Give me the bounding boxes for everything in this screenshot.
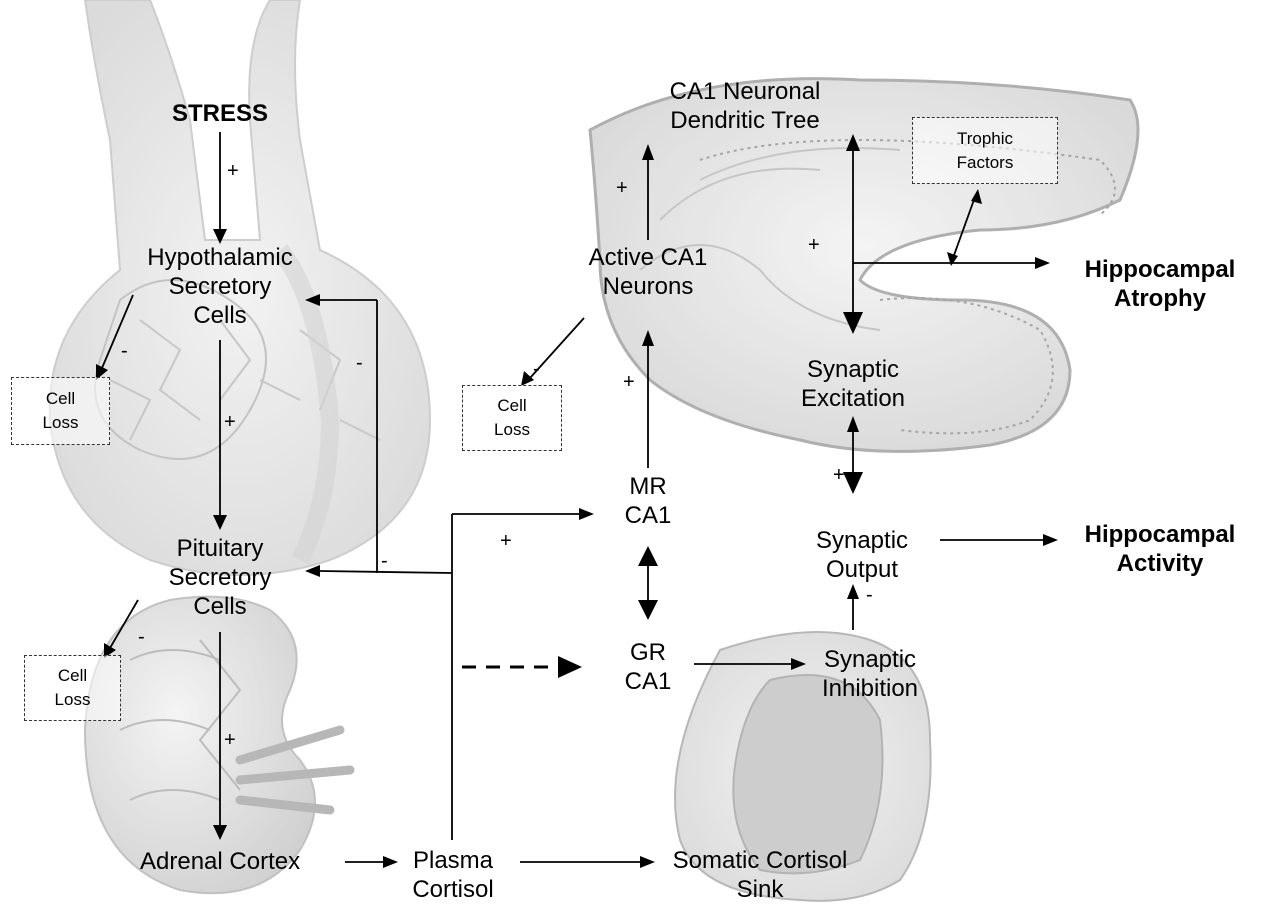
synaptic-excitation-label: Synaptic Excitation	[773, 355, 933, 413]
stress-label: STRESS	[150, 99, 290, 128]
synaptic-output-label: Synaptic Output	[782, 526, 942, 584]
sign-dendritic-excitation: +	[808, 234, 820, 256]
sign-feedback-pituitary: -	[381, 550, 388, 572]
dendritic-tree-label: CA1 Neuronal Dendritic Tree	[610, 77, 880, 135]
cell-loss-pituitary-box: Cell Loss	[24, 655, 121, 721]
sign-hypothalamic-pituitary: +	[224, 411, 236, 433]
sign-hypothalamic-cell-loss: -	[121, 340, 128, 362]
adrenal-cortex-label: Adrenal Cortex	[140, 847, 350, 876]
trophic-factors-box: Trophic Factors	[912, 117, 1058, 184]
sign-ca1-cell-loss: -	[533, 358, 540, 380]
synaptic-inhibition-label: Synaptic Inhibition	[790, 645, 950, 703]
sign-active-dendritic: +	[616, 177, 628, 199]
somatic-cortisol-sink-label: Somatic Cortisol Sink	[650, 846, 870, 904]
sign-stress-hypothalamic: +	[227, 160, 239, 182]
cell-loss-ca1-box: Cell Loss	[462, 385, 562, 451]
mr-ca1-label: MR CA1	[598, 472, 698, 530]
cell-loss-hypothalamic-box: Cell Loss	[11, 377, 110, 445]
active-ca1-neurons-label: Active CA1 Neurons	[568, 243, 728, 301]
pituitary-cells-label: Pituitary Secretory Cells	[140, 534, 300, 621]
hippocampal-atrophy-label: Hippocampal Atrophy	[1060, 255, 1260, 313]
sign-inhibition-output: -	[866, 584, 873, 606]
sign-feedback-hypothalamic: -	[356, 352, 363, 374]
hypothalamic-cells-label: Hypothalamic Secretory Cells	[120, 243, 320, 330]
plasma-cortisol-label: Plasma Cortisol	[398, 846, 508, 904]
gr-ca1-label: GR CA1	[598, 638, 698, 696]
hippocampal-activity-label: Hippocampal Activity	[1060, 520, 1260, 578]
sign-plasma-mr: +	[500, 530, 512, 552]
sign-pituitary-cell-loss: -	[138, 626, 145, 648]
sign-mr-active: +	[623, 371, 635, 393]
sign-pituitary-adrenal: +	[224, 729, 236, 751]
sign-excitation-output: +	[833, 464, 845, 486]
